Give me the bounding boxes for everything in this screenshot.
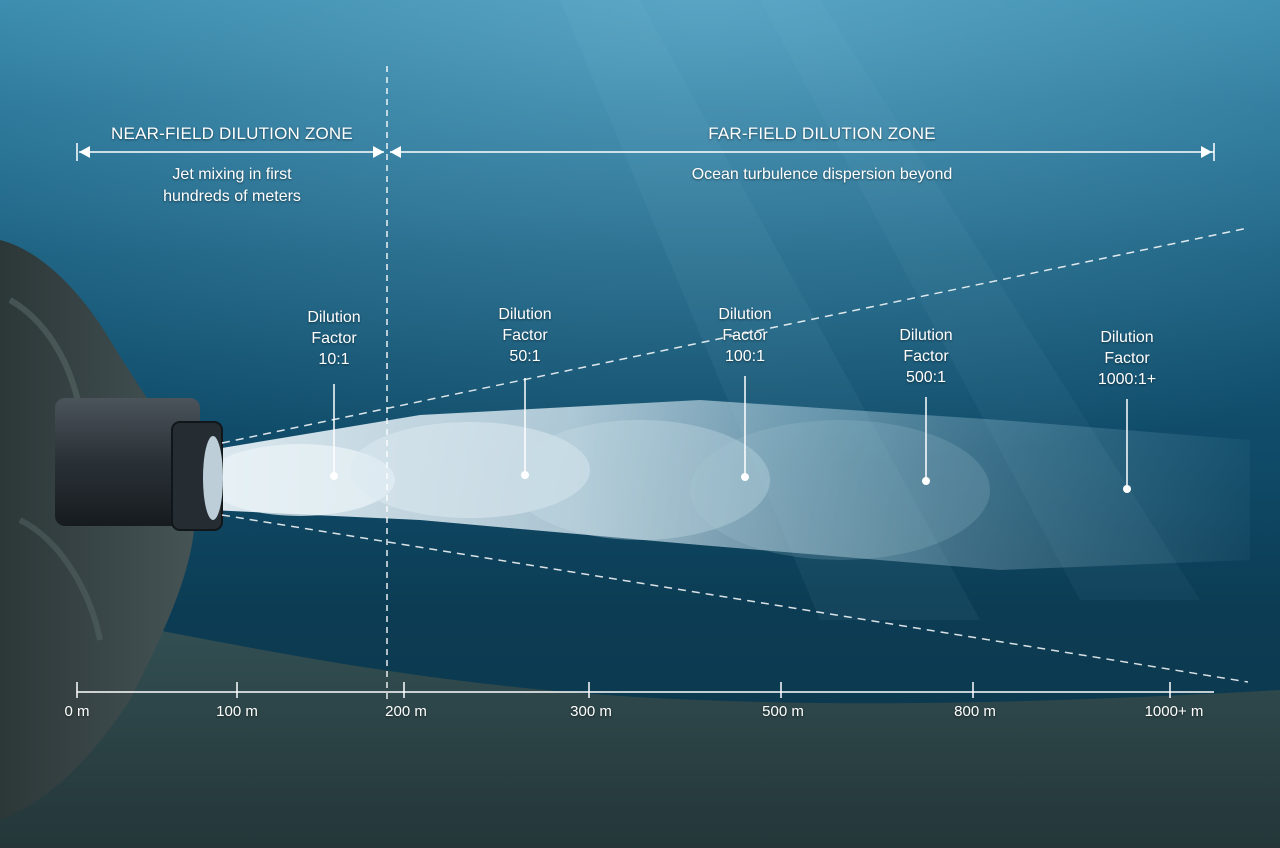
- dilution-label: Dilution Factor 100:1: [695, 304, 795, 367]
- dilution-label-line: Dilution: [498, 306, 552, 323]
- dilution-callout-50: [521, 378, 529, 479]
- axis-tick-label: 200 m: [385, 703, 427, 720]
- plume-cloud: [350, 422, 590, 518]
- dilution-callout-10: [330, 384, 338, 480]
- distance-axis: [76, 682, 1214, 698]
- rock-texture: [18, 517, 103, 641]
- dilution-callout-100: [741, 376, 749, 481]
- axis-tick-label: 300 m: [570, 703, 612, 720]
- near-field-desc-line: Jet mixing in first: [172, 166, 292, 183]
- seabed: [0, 600, 1280, 848]
- plume-cloud: [510, 420, 770, 540]
- plume-lower-boundary: [221, 514, 1249, 683]
- dilution-label-line: Factor: [722, 327, 768, 344]
- dilution-factor-value: 500:1: [905, 369, 947, 386]
- plume-cloud: [690, 420, 990, 560]
- outfall-pipe: [55, 398, 200, 526]
- dilution-label: Dilution Factor 500:1: [876, 325, 976, 388]
- dilution-label-line: Dilution: [307, 309, 361, 326]
- dilution-label-line: Factor: [502, 327, 548, 344]
- near-field-desc-line: hundreds of meters: [163, 188, 301, 205]
- dilution-factor-value: 10:1: [318, 351, 350, 368]
- far-field-title: FAR-FIELD DILUTION ZONE: [708, 124, 936, 143]
- dilution-label: Dilution Factor 50:1: [475, 304, 575, 367]
- axis-tick-label: 800 m: [954, 703, 996, 720]
- dilution-label: Dilution Factor 10:1: [284, 307, 384, 370]
- dilution-label-line: Factor: [1104, 350, 1150, 367]
- pipe-mouth: [203, 436, 223, 520]
- axis-tick-label: 0 m: [64, 703, 90, 720]
- rock-texture: [8, 297, 83, 411]
- plume-upper-boundary: [221, 227, 1249, 444]
- plume-core: [205, 444, 395, 516]
- axis-tick-label: 500 m: [762, 703, 804, 720]
- dilution-label-line: Dilution: [899, 327, 953, 344]
- dilution-label-line: Dilution: [1100, 329, 1154, 346]
- dilution-callout-1000: [1123, 399, 1131, 493]
- axis-tick-label: 1000+ m: [1144, 703, 1204, 720]
- near-field-description: Jet mixing in first hundreds of meters: [82, 164, 382, 208]
- dilution-factor-value: 100:1: [724, 348, 766, 365]
- dilution-label-line: Factor: [311, 330, 357, 347]
- dilution-factor-value: 1000:1+: [1097, 371, 1157, 388]
- dilution-factor-value: 50:1: [509, 348, 541, 365]
- dilution-label-line: Dilution: [718, 306, 772, 323]
- dilution-callout-500: [922, 397, 930, 485]
- far-field-arrow: [390, 143, 1215, 161]
- rock-slope: [0, 240, 196, 820]
- axis-tick-label: 100 m: [216, 703, 258, 720]
- near-field-title: NEAR-FIELD DILUTION ZONE: [111, 124, 353, 143]
- far-field-description: Ocean turbulence dispersion beyond: [691, 166, 953, 183]
- dilution-label-line: Factor: [903, 348, 949, 365]
- near-field-arrow: [76, 143, 384, 161]
- dilution-label: Dilution Factor 1000:1+: [1072, 327, 1182, 390]
